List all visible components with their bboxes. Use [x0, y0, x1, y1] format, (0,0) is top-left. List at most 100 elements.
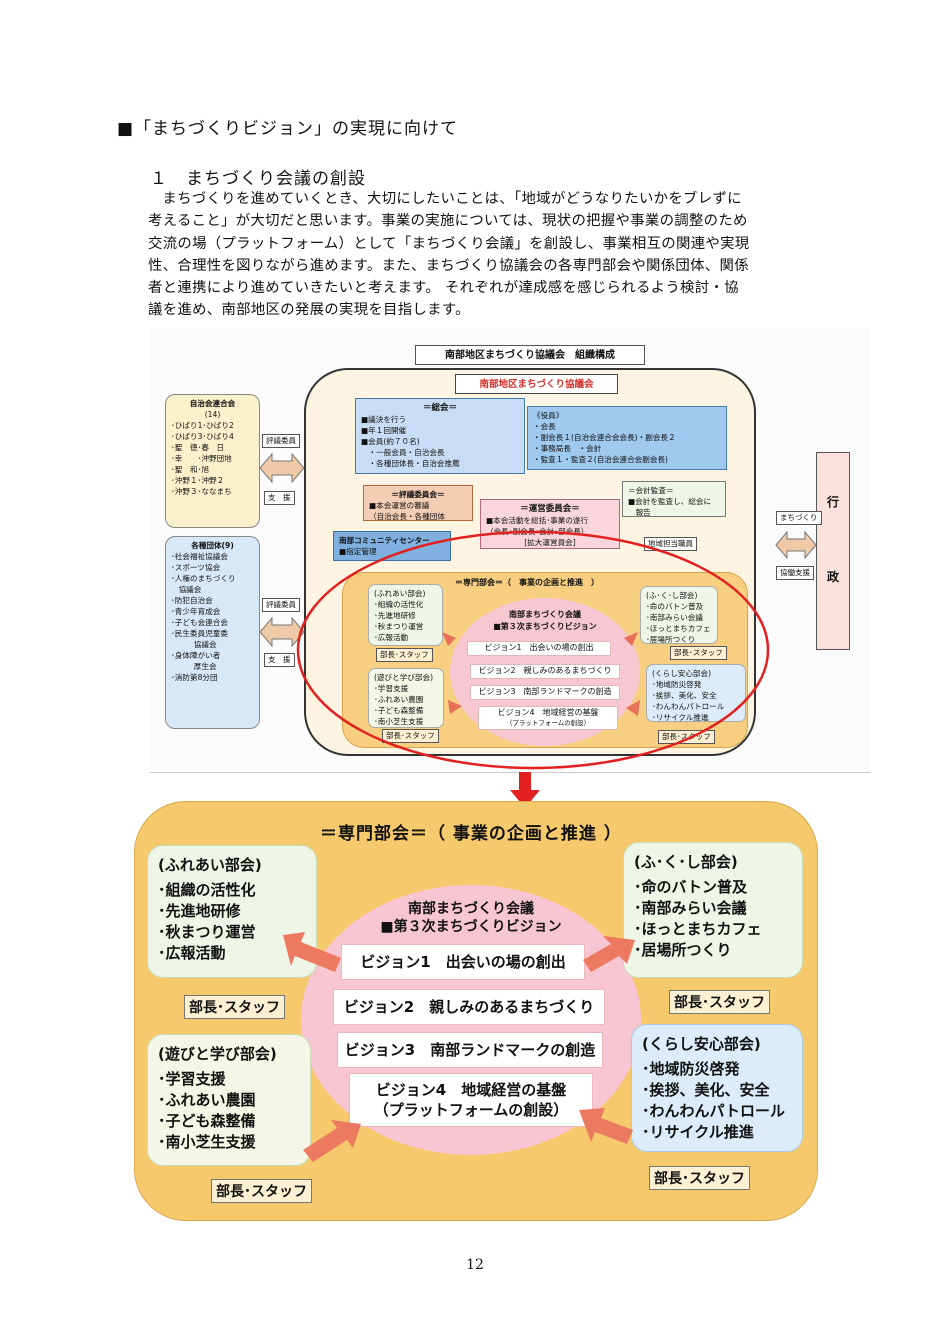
- list-item: ■年１回開催: [361, 426, 407, 436]
- list-item: ・一般会員・自治会長: [361, 448, 445, 458]
- hyogi-label: 評議委員: [262, 598, 300, 612]
- dept-title: (くらし安心部会): [652, 669, 712, 678]
- dept-title: (ふ･く･し部会): [634, 853, 738, 871]
- down-arrow-icon: [510, 772, 540, 808]
- list-item: ･身体障がい者: [171, 651, 221, 660]
- list-item: ･ふれあい農園: [374, 695, 424, 704]
- list-item: ･挨拶、美化、安全: [652, 691, 717, 700]
- list-item: ･組織の活性化: [158, 881, 256, 899]
- list-item: ･先進地研修: [158, 902, 241, 920]
- list-item: ・副会長１(自治会連合会会長)・副会長２: [533, 433, 676, 442]
- shien-label: 支 援: [264, 653, 295, 667]
- connector-arrow-icon: [442, 632, 456, 646]
- list-item: ･居場所つくり: [646, 635, 696, 644]
- list-item: ･南部みらい会議: [646, 613, 703, 622]
- community-center-note: ■指定管理: [339, 547, 377, 556]
- vision-item: ビジョン1 出会いの場の創出: [341, 944, 585, 980]
- connector-arrow-icon: [626, 700, 640, 716]
- staff-label: 部長･スタッフ: [376, 648, 433, 662]
- vision-line: ビジョン4 地域経営の基盤: [497, 708, 599, 717]
- connector-arrow-icon: [583, 936, 635, 972]
- list-item: ･人権のまちづくり: [171, 574, 236, 583]
- list-item: ･聖 和･旭: [171, 465, 209, 474]
- yakuin-box: 《役員》 ・会長 ・副会長１(自治会連合会会長)・副会長２ ・事務局長 ・会計 …: [527, 406, 727, 470]
- paragraph-line: まちづくりを進めていくとき、大切にしたいことは、「地域がどうなりたいかをブレずに: [162, 191, 742, 207]
- list-item: ･居場所つくり: [634, 941, 732, 959]
- list-item: ･組織の活性化: [374, 600, 424, 609]
- kaikei-title: ＝会計監査＝: [628, 486, 674, 495]
- list-item: 厚生会: [171, 662, 217, 671]
- kurashi-section: (くらし安心部会) ･地域防災啓発 ･挨拶、美化、安全 ･わんわんパトロール ･…: [631, 1024, 803, 1152]
- list-item: ･社会福祉協議会: [171, 552, 228, 561]
- council-name: 南部地区まちづくり協議会: [455, 374, 618, 394]
- staff-label: 部長･スタッフ: [670, 646, 727, 660]
- staff-label: 部長･スタッフ: [649, 1166, 750, 1190]
- list-item: ･学習支援: [374, 684, 409, 693]
- staff-label: 部長･スタッフ: [184, 995, 285, 1019]
- list-item: （自治会長・各種団体: [369, 512, 445, 521]
- list-item: ･防犯自治会: [171, 596, 213, 605]
- list-item: ･リサイクル推進: [642, 1123, 754, 1141]
- list-item: 協議会: [171, 640, 217, 649]
- paragraph-line: 性、合理性を図りながら進めます。また、まちづくり協議会の各専門部会や関係団体、関…: [148, 257, 749, 274]
- kaigi-title: 南部まちづくり会議: [408, 901, 534, 917]
- connector-arrow-icon: [303, 1120, 361, 1162]
- asobi-box: (遊びと学び部会) ･学習支援 ･ふれあい農園 ･子ども森整備 ･南小芝生支援: [368, 668, 444, 728]
- list-item: ･命のバトン普及: [646, 602, 704, 611]
- list-item: ･ひばり3･ひばり4: [171, 432, 234, 441]
- list-item: ･ほっとまちカフェ: [634, 920, 762, 938]
- list-item: ･地域防災啓発: [642, 1060, 740, 1078]
- list-item: ･学習支援: [158, 1070, 226, 1088]
- kaigi-heading: 南部まちづくり会議 ■第３次まちづくりビジョン: [470, 609, 620, 633]
- list-item: ･沖野１･沖野２: [171, 476, 225, 485]
- double-arrow-icon: [775, 530, 817, 560]
- list-item: ･ひばり1･ひばり2: [171, 421, 234, 430]
- list-item: ■議決を行う: [361, 415, 407, 425]
- list-item: ･民生委員児童委: [171, 629, 228, 638]
- kaigi-subtitle: ■第３次まちづくりビジョン: [493, 622, 597, 631]
- staff-label: 部長･スタッフ: [211, 1179, 312, 1203]
- hyogi-iinkai-title: ＝評議委員会＝: [391, 490, 445, 499]
- staff-label: 部長･スタッフ: [669, 990, 770, 1014]
- fureai-section: (ふれあい部会) ･組織の活性化 ･先進地研修 ･秋まつり運営 ･広報活動: [147, 845, 317, 978]
- list-item: ･沖野３･ななまち: [171, 487, 232, 496]
- list-item: ･広報活動: [374, 633, 409, 642]
- list-item: ･秋まつり運営: [158, 923, 256, 941]
- staff-label: 部長･スタッフ: [382, 729, 439, 743]
- sokai-title: ＝総会＝: [422, 403, 457, 413]
- vision-item: ビジョン4 地域経営の基盤 （プラットフォームの創設）: [349, 1073, 593, 1127]
- connector-arrows: [283, 932, 635, 1162]
- list-item: 報告: [628, 508, 651, 517]
- hyogi-label: 評議委員: [262, 434, 300, 448]
- list-item: ･消防第8分団: [171, 673, 218, 682]
- list-item: ・会長: [533, 422, 556, 431]
- senmon-bukai-title: ＝専門部会＝（ 事業の企画と推進 ）: [320, 824, 622, 844]
- jichikai-count: (14): [204, 410, 221, 419]
- vision-item: ビジョン3 南部ランドマークの創造: [337, 1032, 603, 1068]
- list-item: ･ふれあい農園: [158, 1091, 256, 1109]
- kakushu-title: 各種団体(9): [191, 541, 234, 550]
- machizukuri-label: まちづくり: [776, 511, 822, 525]
- connector-arrow-icon: [579, 1108, 633, 1144]
- dept-title: (くらし安心部会): [642, 1035, 761, 1053]
- vision-item: ビジョン2 親しみのあるまちづくり: [333, 989, 605, 1025]
- divider: [150, 772, 870, 773]
- paragraph-line: 議を進め、南部地区の発展の実現を目指します。: [148, 302, 470, 319]
- list-item: ･わんわんパトロール: [642, 1102, 785, 1120]
- gyosei-char: 政: [826, 570, 839, 584]
- page-number: 12: [466, 1257, 484, 1273]
- list-item: ･聖 徳･春 日: [171, 443, 225, 452]
- list-item: ･命のバトン普及: [634, 878, 747, 896]
- list-item: ･子ども会連合会: [171, 618, 228, 627]
- diagram-title: 南部地区まちづくり協議会 組織構成: [415, 345, 645, 365]
- vision-line: ビジョン4 地域経営の基盤: [375, 1081, 567, 1099]
- list-item: ･子ども森整備: [158, 1112, 256, 1130]
- dept-title: (遊びと学び部会): [158, 1045, 277, 1063]
- section-heading: ■「まちづくりビジョン」の実現に向けて: [117, 119, 459, 139]
- vision-line: （プラットフォームの創設）: [373, 1101, 569, 1119]
- fureai-box: (ふれあい部会) ･組織の活性化 ･先進地研修 ･秋まつり運営 ･広報活動: [368, 584, 443, 646]
- sokai-box: ＝総会＝ ■議決を行う ■年１回開催 ■会員(約７０名) ・一般会員・自治会長 …: [355, 398, 525, 474]
- list-item: ･わんわんパトロール: [652, 702, 725, 711]
- list-item: ･挨拶、美化、安全: [642, 1081, 770, 1099]
- paragraph-line: 考えること」が大切だと思います。事業の実施については、現状の把握や事業の調整のた…: [148, 213, 748, 230]
